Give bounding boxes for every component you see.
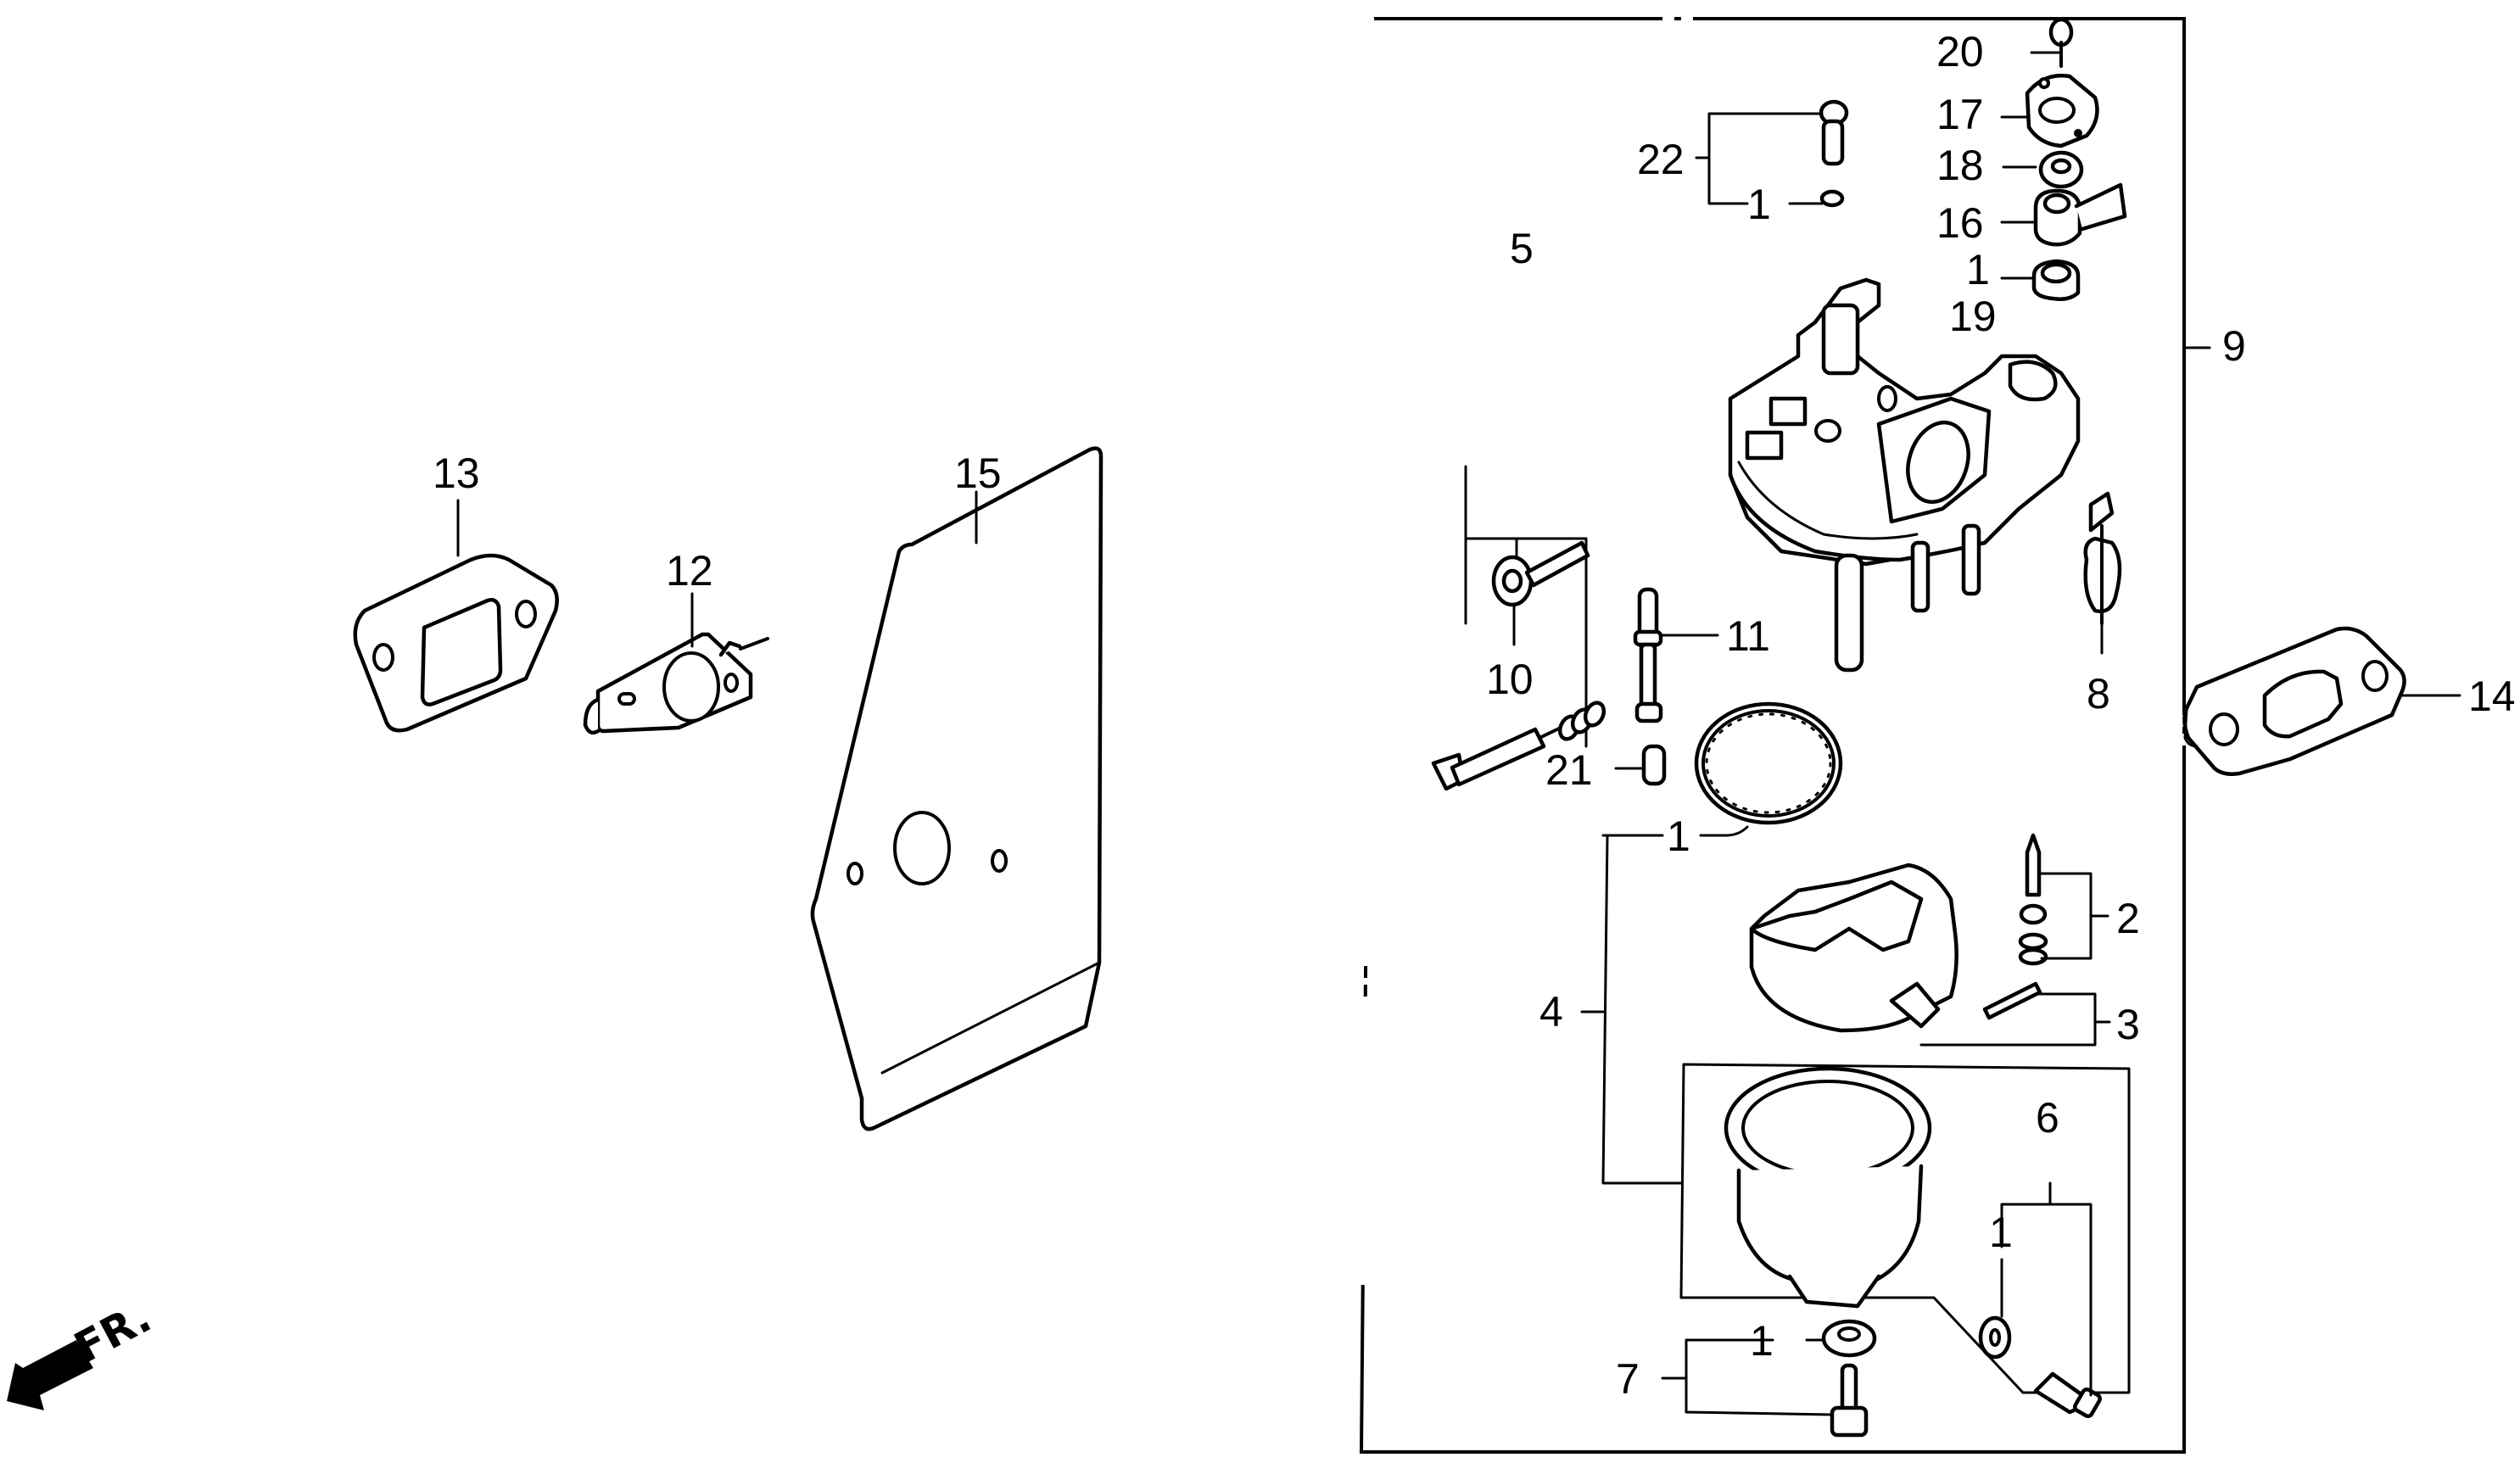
front-direction-arrow-icon — [7, 1340, 93, 1410]
front-direction-indicator: FR. — [7, 1293, 159, 1410]
callout-4[interactable]: 4 — [1539, 988, 1563, 1036]
callout-16[interactable]: 16 — [1936, 199, 1984, 247]
assembly-frame — [1359, 17, 2211, 1454]
part-20-screw[interactable] — [2030, 17, 2074, 68]
part-8-lever[interactable] — [2083, 491, 2122, 655]
part-5-pilot-screw-set[interactable] — [1431, 465, 1607, 791]
part-6-drain-screw-set[interactable] — [1978, 1181, 2102, 1419]
callout-labels: 20 17 18 16 1 19 9 22 1 5 10 11 8 21 14 … — [433, 28, 2516, 1403]
callout-12[interactable]: 12 — [666, 547, 713, 595]
part-float[interactable] — [1749, 863, 1958, 1033]
part-12-insulator[interactable] — [583, 592, 769, 735]
callout-7[interactable]: 7 — [1616, 1355, 1640, 1403]
callout-20[interactable]: 20 — [1936, 28, 1984, 75]
callout-2[interactable]: 2 — [2116, 895, 2140, 942]
callout-9[interactable]: 9 — [2222, 322, 2246, 370]
callout-11[interactable]: 11 — [1726, 612, 1770, 660]
callout-17[interactable]: 17 — [1936, 91, 1984, 138]
callout-21[interactable]: 21 — [1545, 746, 1593, 794]
part-16-fuel-cock[interactable] — [2000, 182, 2127, 247]
part-3-float-pin[interactable] — [1919, 981, 2111, 1047]
part-11-main-nozzle[interactable] — [1633, 587, 1719, 723]
callout-10[interactable]: 10 — [1486, 656, 1534, 703]
part-7-bolt-set[interactable] — [1661, 1319, 1877, 1438]
callout-22[interactable]: 22 — [1637, 136, 1685, 183]
part-13-gasket[interactable] — [353, 499, 559, 733]
part-15-plate[interactable] — [810, 446, 1104, 1131]
callout-3[interactable]: 3 — [2116, 1001, 2140, 1048]
callout-15[interactable]: 15 — [954, 450, 1002, 497]
part-14-insulator-gasket[interactable] — [2182, 626, 2461, 776]
callout-14[interactable]: 14 — [2468, 673, 2516, 720]
part-22-screw-set[interactable] — [1695, 99, 1849, 208]
part-2-float-valve[interactable] — [2018, 833, 2109, 966]
part-1-filter-washer[interactable] — [2000, 259, 2081, 301]
callout-13[interactable]: 13 — [433, 450, 480, 497]
part-18-cock-gasket[interactable] — [2002, 150, 2084, 189]
callout-18[interactable]: 18 — [1936, 142, 1984, 189]
part-4-bracket — [1580, 825, 1749, 1185]
callout-1-top-washer[interactable]: 1 — [1747, 181, 1771, 228]
callout-5[interactable]: 5 — [1510, 225, 1534, 272]
callout-1-drain-washer[interactable]: 1 — [1989, 1209, 2013, 1256]
carburetor-body[interactable] — [1728, 277, 2081, 673]
part-21-main-jet[interactable] — [1614, 744, 1667, 786]
callout-1-bolt-washer[interactable]: 1 — [1750, 1317, 1774, 1365]
callout-19[interactable]: 19 — [1949, 293, 1997, 340]
callout-1-filter[interactable]: 1 — [1966, 246, 1990, 293]
part-float-chamber-bowl[interactable] — [1679, 1063, 2131, 1394]
callout-1-gasket-ring[interactable]: 1 — [1667, 812, 1690, 860]
callout-8[interactable]: 8 — [2087, 670, 2110, 718]
part-10-throttle-stop-screw[interactable] — [1491, 540, 1590, 646]
part-1-float-chamber-gasket[interactable] — [1694, 701, 1843, 825]
callout-6[interactable]: 6 — [2036, 1094, 2059, 1142]
part-17-cock-plate[interactable] — [2000, 73, 2099, 148]
